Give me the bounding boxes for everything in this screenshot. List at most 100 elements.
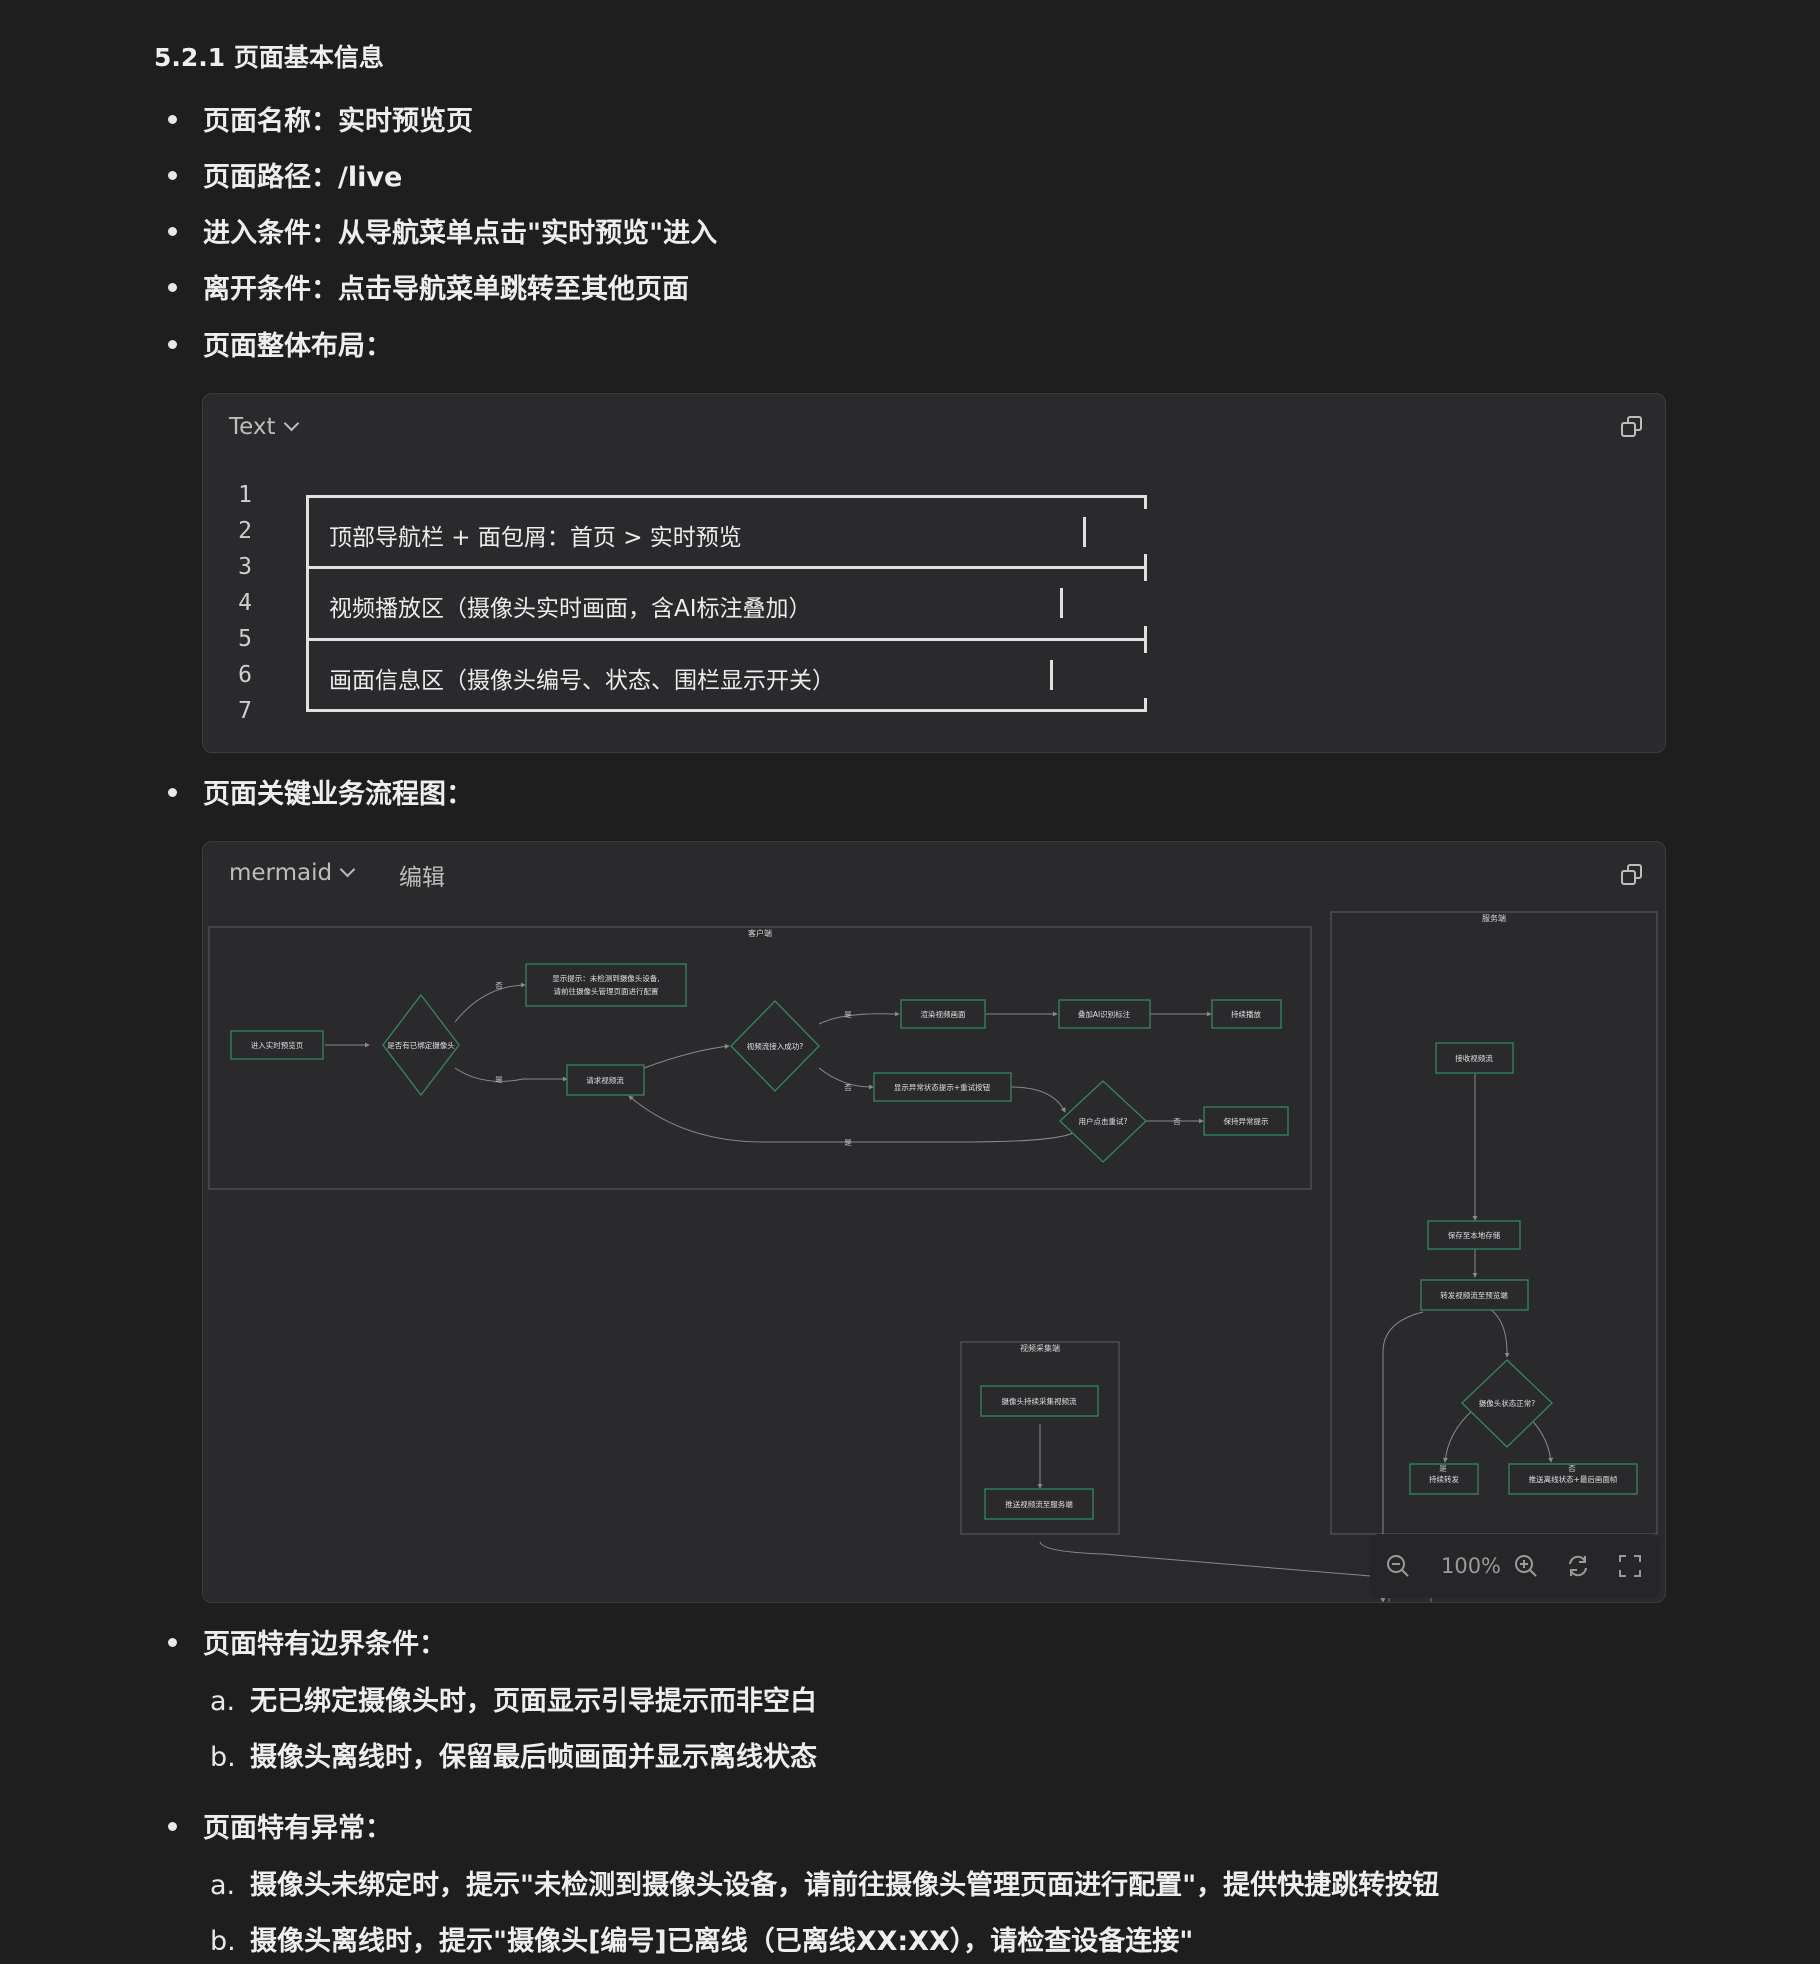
edge bbox=[818, 1067, 874, 1090]
boundary-item: b.摄像头离线时，保留最后帧画面并显示离线状态 bbox=[210, 1735, 817, 1774]
node-label: 视频流接入成功? bbox=[747, 1041, 803, 1051]
bullet-dot bbox=[168, 1638, 177, 1647]
layout-row-video: 视频播放区（摄像头实时画面，含AI标注叠加） bbox=[329, 596, 812, 622]
node-save bbox=[1427, 1220, 1521, 1250]
node-label: 进入实时预览页 bbox=[251, 1040, 304, 1050]
bullet-dot bbox=[168, 283, 177, 292]
line-number: 5 bbox=[238, 626, 252, 652]
edge bbox=[1442, 1409, 1474, 1463]
edge-label-no: 否 bbox=[1173, 1117, 1181, 1126]
node-retry bbox=[1059, 1080, 1147, 1163]
bullet-text: 页面整体布局： bbox=[203, 331, 392, 362]
node-cam-ok bbox=[1461, 1359, 1553, 1448]
layout-row-info: 画面信息区（摄像头编号、状态、围栏显示开关） bbox=[329, 668, 835, 694]
bullet-text: 页面特有异常： bbox=[203, 1813, 392, 1844]
node-label: 显示异常状态提示+重试按钮 bbox=[894, 1082, 991, 1092]
zoom-in-icon[interactable] bbox=[1512, 1552, 1540, 1580]
copy-icon[interactable] bbox=[1619, 414, 1645, 440]
item-marker: a. bbox=[210, 1870, 236, 1901]
item-marker: a. bbox=[210, 1686, 236, 1717]
mermaid-lang-selector[interactable]: mermaid bbox=[229, 860, 356, 886]
node-push-off bbox=[1508, 1463, 1638, 1495]
edge bbox=[454, 1067, 568, 1082]
node-label: 请前往摄像头管理页面进行配置 bbox=[554, 986, 659, 996]
item-text: 摄像头离线时，保留最后帧画面并显示离线状态 bbox=[250, 1742, 817, 1773]
bullet-text: 页面特有边界条件： bbox=[203, 1629, 446, 1660]
line-number: 2 bbox=[238, 518, 252, 544]
bullet-dot bbox=[168, 340, 177, 349]
node-recv bbox=[1435, 1042, 1514, 1074]
diagram-zoom-toolbar: 100% bbox=[1370, 1534, 1660, 1598]
line-number: 6 bbox=[238, 662, 252, 688]
edge-label-yes: 是 bbox=[495, 1075, 503, 1084]
bullet-dot bbox=[168, 115, 177, 124]
node-label: 保持异常提示 bbox=[1224, 1116, 1269, 1126]
chevron-down-icon bbox=[283, 415, 299, 432]
edge bbox=[1380, 1311, 1424, 1602]
edit-button[interactable]: 编辑 bbox=[399, 865, 445, 891]
flowchart-diagram: 客户端 服务端 视频采集端 bbox=[208, 911, 1658, 1602]
node-label: 接收视频流 bbox=[1455, 1053, 1493, 1063]
reset-icon[interactable] bbox=[1564, 1552, 1592, 1580]
node-label: 用户点击重试? bbox=[1079, 1116, 1128, 1126]
cluster-client-title: 客户端 bbox=[748, 928, 772, 938]
bullet-dot bbox=[168, 171, 177, 180]
node-show-err bbox=[873, 1072, 1012, 1102]
node-label: 显示提示：未检测到摄像头设备, bbox=[552, 973, 659, 983]
node-label: 叠加AI识别标注 bbox=[1078, 1009, 1131, 1019]
bullet-text: 页面名称：实时预览页 bbox=[203, 106, 473, 137]
bullet-dot bbox=[168, 788, 177, 797]
node-cap bbox=[980, 1385, 1099, 1417]
edge-label-no: 否 bbox=[844, 1083, 852, 1092]
node-enter bbox=[230, 1030, 324, 1060]
node-keep-play bbox=[1211, 999, 1282, 1029]
node-render bbox=[900, 999, 986, 1029]
item-text: 无已绑定摄像头时，页面显示引导提示而非空白 bbox=[250, 1686, 817, 1717]
bullet-enter-condition: 进入条件：从导航菜单点击"实时预览"进入 bbox=[168, 211, 717, 250]
line-number: 1 bbox=[238, 482, 252, 508]
bullet-page-path: 页面路径：/live bbox=[168, 155, 402, 194]
exception-item: a.摄像头未绑定时，提示"未检测到摄像头设备，请前往摄像头管理页面进行配置"，提… bbox=[210, 1863, 1439, 1902]
bullet-leave-condition: 离开条件：点击导航菜单跳转至其他页面 bbox=[168, 267, 689, 306]
zoom-out-icon[interactable] bbox=[1384, 1552, 1412, 1580]
edge-label-no: 否 bbox=[495, 981, 503, 990]
node-bound bbox=[382, 993, 460, 1097]
node-connected bbox=[730, 1000, 820, 1092]
node-label: 推送视频流至服务端 bbox=[1005, 1499, 1073, 1509]
node-label: 是否有已绑定摄像头 bbox=[387, 1040, 455, 1050]
bullet-flow: 页面关键业务流程图： bbox=[168, 772, 473, 811]
code-lang-label: Text bbox=[229, 414, 276, 440]
edge bbox=[818, 1011, 900, 1025]
edge bbox=[454, 982, 526, 1023]
copy-icon[interactable] bbox=[1619, 862, 1645, 888]
node-label: 持续转发 bbox=[1429, 1474, 1459, 1484]
text-code-block: Text 1 2 3 4 5 6 7 顶部导航栏 + 面包屑：首页 > 实时预览… bbox=[202, 393, 1666, 753]
section-title: 5.2.1 页面基本信息 bbox=[154, 43, 384, 72]
item-marker: b. bbox=[210, 1926, 236, 1957]
fullscreen-icon[interactable] bbox=[1616, 1552, 1644, 1580]
bullet-exceptions: 页面特有异常： bbox=[168, 1806, 392, 1845]
node-overlay bbox=[1058, 999, 1151, 1029]
boundary-item: a. 无已绑定摄像头时，页面显示引导提示而非空白 bbox=[210, 1679, 817, 1718]
bullet-text: 页面路径：/live bbox=[203, 162, 403, 193]
code-lang-selector[interactable]: Text bbox=[229, 414, 299, 440]
node-request bbox=[566, 1064, 645, 1096]
node-hint bbox=[525, 963, 687, 1007]
exception-item: b.摄像头离线时，提示"摄像头[编号]已离线（已离线XX:XX），请检查设备连接… bbox=[210, 1919, 1193, 1958]
line-number: 7 bbox=[238, 698, 252, 724]
bullet-text: 离开条件：点击导航菜单跳转至其他页面 bbox=[203, 274, 689, 305]
layout-row-nav: 顶部导航栏 + 面包屑：首页 > 实时预览 bbox=[329, 525, 742, 551]
bullet-boundary: 页面特有边界条件： bbox=[168, 1622, 446, 1661]
mermaid-code-block: mermaid 编辑 客户端 服务端 视频采集端 bbox=[202, 841, 1666, 1603]
edge-label-yes: 是 bbox=[844, 1138, 852, 1147]
zoom-level: 100% bbox=[1440, 1554, 1502, 1578]
edge bbox=[628, 1095, 1074, 1143]
edge bbox=[1039, 1541, 1384, 1580]
node-label: 保存至本地存储 bbox=[1448, 1230, 1501, 1240]
edge-label-yes: 是 bbox=[844, 1010, 852, 1019]
bullet-layout: 页面整体布局： bbox=[168, 324, 392, 363]
line-number: 3 bbox=[238, 554, 252, 580]
mermaid-lang-label: mermaid bbox=[229, 860, 333, 886]
node-label: 持续播放 bbox=[1231, 1009, 1261, 1019]
node-push bbox=[984, 1488, 1094, 1520]
